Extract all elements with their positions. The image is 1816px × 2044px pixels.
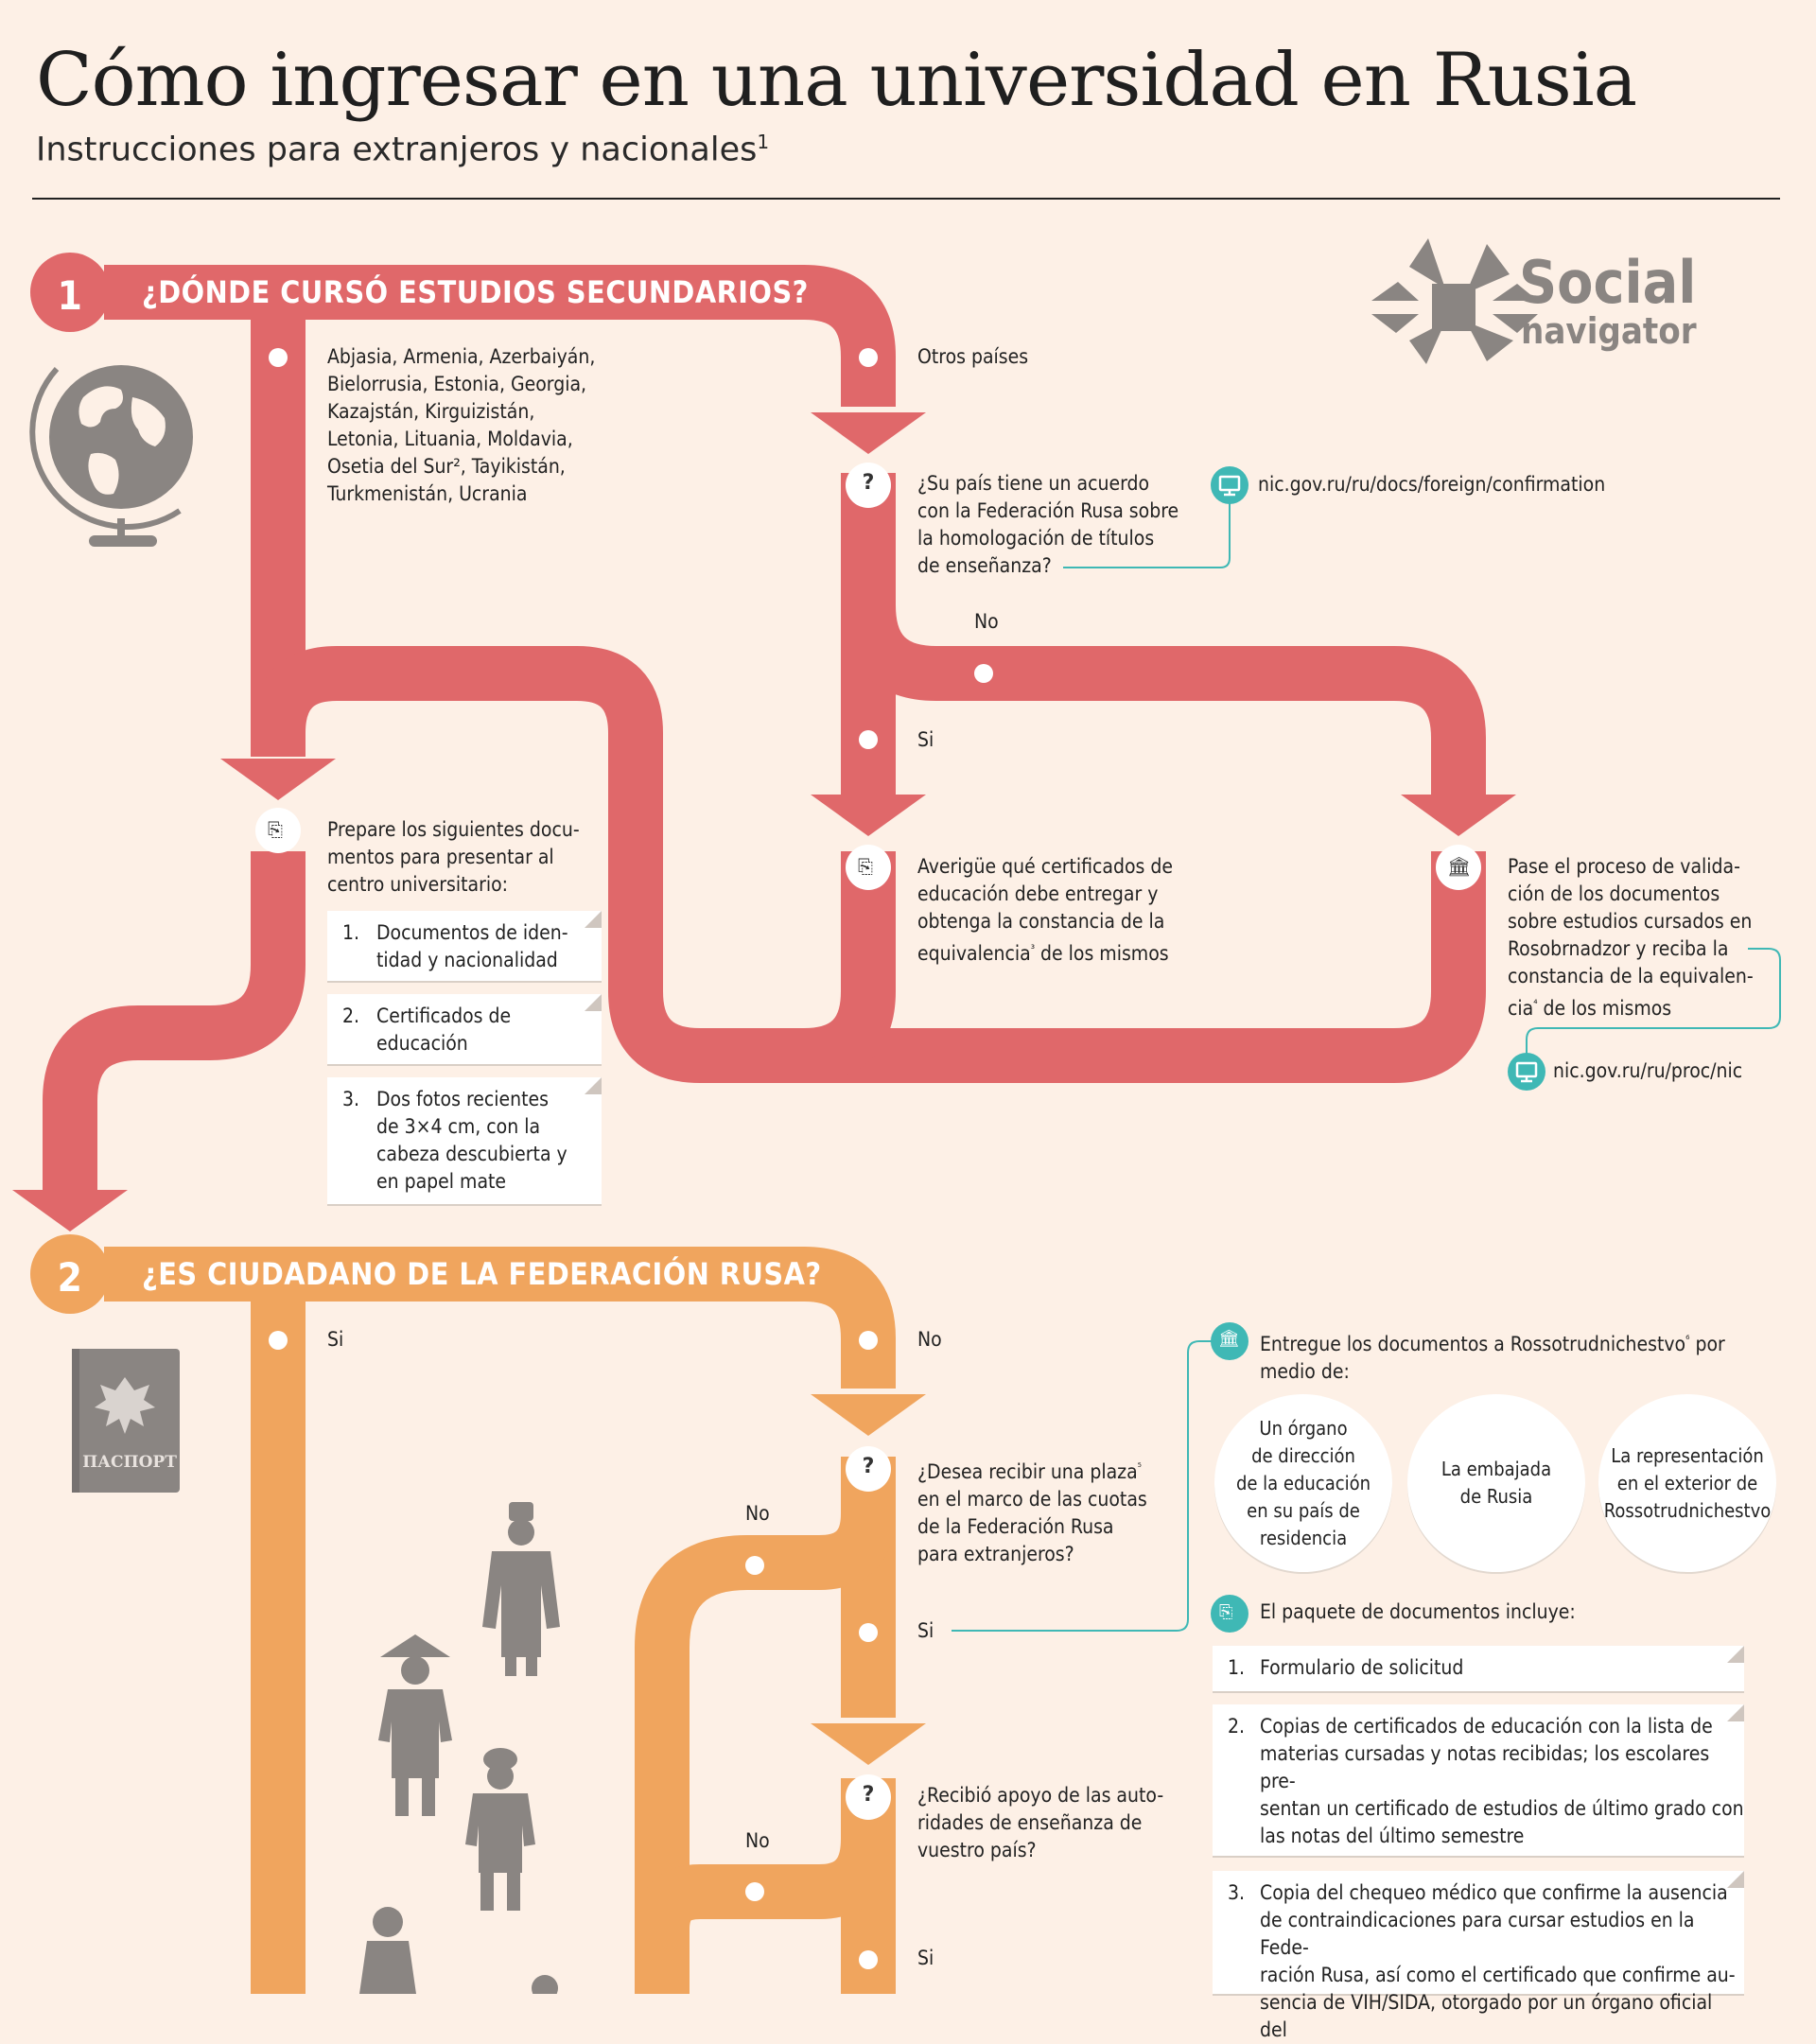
- institution-icon: 🏛: [1447, 855, 1472, 878]
- header-divider: [32, 198, 1780, 200]
- step1-question: ¿DÓNDE CURSÓ ESTUDIOS SECUNDARIOS?: [142, 274, 809, 310]
- package-heading: El paquete de documentos incluye:: [1260, 1600, 1576, 1623]
- documents-icon: ⎘: [268, 818, 283, 841]
- passport-label: ПАСПОРТ: [82, 1453, 177, 1472]
- quota-no-label: No: [745, 1502, 770, 1525]
- step2-number: 2: [57, 1254, 83, 1301]
- step2-question: ¿ES CIUDADANO DE LA FEDERACIÓN RUSA?: [142, 1256, 822, 1292]
- documents-icon: ⎘: [1219, 1602, 1233, 1622]
- quota-si-label: Si: [917, 1619, 934, 1642]
- support-si-label: Si: [917, 1947, 934, 1969]
- question-icon: ?: [862, 1455, 875, 1478]
- citizen-no-label: No: [917, 1328, 942, 1351]
- package-item-2: 2. Copias de certificados de educación c…: [1213, 1704, 1744, 1856]
- support-no-label: No: [745, 1829, 770, 1852]
- branch-si-label: Si: [917, 728, 934, 751]
- package-item-1: 1. Formulario de solicitud: [1213, 1646, 1744, 1691]
- logo-text-social: Social: [1519, 248, 1697, 317]
- flowchart-graphic: [12, 238, 1781, 1994]
- quota-question: ¿Desea recibir una plaza⁵ en el marco de…: [917, 1460, 1147, 1565]
- prepare-text: Prepare los siguientes docu- mentos para…: [327, 818, 580, 896]
- institution-icon: 🏛: [1218, 1329, 1240, 1349]
- page-subtitle: Instrucciones para extranjeros y naciona…: [36, 131, 770, 169]
- step1-paths: [43, 265, 1486, 1192]
- question-icon: ?: [862, 1783, 875, 1807]
- package-item-3: 3. Copia del chequeo médico que confirme…: [1213, 1871, 1744, 2041]
- citizen-si-label: Si: [327, 1328, 344, 1351]
- agreement-question: ¿Su país tiene un acuerdo con la Federac…: [917, 472, 1179, 577]
- link-connectors: [952, 501, 1781, 1632]
- question-icon: ?: [862, 471, 875, 495]
- people-illustration: [359, 1502, 560, 1994]
- logo-text-navigator: navigator: [1521, 310, 1697, 352]
- doc-card-1: 1. Documentos de iden-tidad y nacionalid…: [327, 911, 602, 981]
- branch-no-label: No: [974, 610, 999, 633]
- countries-list: Abjasia, Armenia, Azerbaiyán, Bielorrusi…: [327, 345, 596, 505]
- support-question: ¿Recibió apoyo de las auto- ridades de e…: [917, 1784, 1164, 1861]
- link-nic[interactable]: nic.gov.ru/ru/proc/nic: [1553, 1059, 1743, 1082]
- step1-number: 1: [57, 272, 83, 319]
- deliver-documents-text: Entregue los documentos a Rossotrudniche…: [1260, 1333, 1725, 1383]
- globe-icon: [29, 365, 193, 547]
- footnote-marker: 1: [757, 131, 770, 153]
- passport-icon: [72, 1349, 180, 1493]
- validation-text: Pase el proceso de valida- ción de los d…: [1508, 855, 1754, 1020]
- other-countries-label: Otros países: [917, 345, 1029, 368]
- social-navigator-logo-icon: [1371, 238, 1538, 364]
- step1-arrows: [12, 412, 1516, 1232]
- averigue-text: Averigüe qué certificados de educación d…: [917, 855, 1174, 965]
- page-title: Cómo ingresar en una universidad en Rusi…: [36, 38, 1637, 123]
- documents-icon: ⎘: [858, 855, 873, 878]
- link-confirmation[interactable]: nic.gov.ru/ru/docs/foreign/confirmation: [1258, 473, 1606, 496]
